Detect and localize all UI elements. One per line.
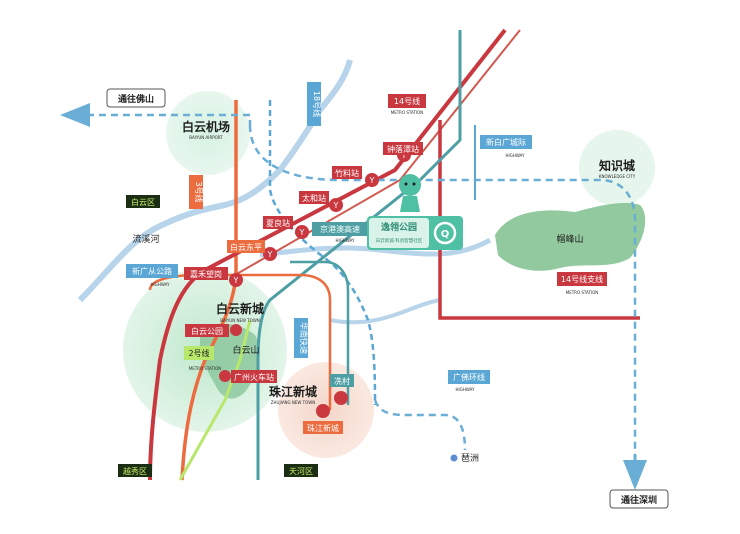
xinbaiguang-label-text: 新白广城际	[486, 137, 526, 147]
station-baiyungongyuan-label: 白云公园	[191, 326, 223, 336]
station-xialiang-label: 夏良站	[266, 218, 290, 228]
jinggangao-en: HIGHWAY	[336, 238, 355, 243]
station-zhongluotan-label: 钟落潭站	[387, 144, 419, 154]
district-tianhe: 天河区	[284, 464, 318, 477]
foshan-direction-label: 通往佛山	[118, 93, 154, 105]
line2-sub: METRO STATION	[189, 366, 221, 371]
guangfo-en: HIGHWAY	[456, 387, 475, 392]
baiyun-new-town-title: 白云新城	[216, 301, 264, 316]
huanan-label-text: 华南快速	[299, 322, 309, 354]
huanan-label: 华南快速	[294, 318, 309, 358]
river	[329, 298, 441, 325]
svg-text:Y: Y	[233, 276, 239, 285]
station-xiancun: 冼村	[330, 374, 354, 405]
station-zhujiangxincheng-label: 珠江新城	[307, 423, 339, 433]
knowledge-city-zone	[579, 130, 655, 206]
guangfo-ring	[75, 113, 637, 470]
baiyun-airport-title: 白云机场	[182, 119, 230, 134]
guangfo-lower	[373, 399, 467, 451]
xinguangcong-en: HIGHWAY	[151, 282, 170, 287]
line3-label-text: 3号线	[194, 181, 204, 202]
station-pazhou: 琶洲	[450, 453, 479, 464]
xinbaiguang-en: HIGHWAY	[506, 153, 525, 158]
shenzhen-direction-label: 通往深圳	[621, 494, 657, 506]
district-baiyun: 白云区	[126, 195, 160, 208]
line18-label: 18号线	[307, 82, 322, 126]
zhujiang-new-town-title: 珠江新城	[269, 384, 317, 399]
liuxihe-label: 流溪河	[132, 233, 159, 245]
line2-label-text: 2号线	[188, 348, 209, 358]
project-marker[interactable]: 逸翎公园 白云新城·科创智慧社区 Q	[367, 174, 463, 250]
baiyun-airport-en: BAIYUN AIRPORT	[189, 135, 223, 140]
district-yuexiu-label: 越秀区	[123, 466, 147, 476]
station-taihe-label: 太和站	[302, 193, 326, 203]
station-baiyundongping-label: 白云东平	[230, 242, 262, 252]
line14-branch-label: 14号线支线 METRO STATION	[557, 272, 607, 295]
station-guangzhouhuochezhan: 广州火车站	[219, 370, 277, 383]
line3	[180, 100, 238, 481]
svg-text:Y: Y	[333, 201, 339, 210]
mascot-icon	[399, 174, 421, 212]
station-baiyunshan: 白云山	[232, 344, 259, 356]
line14-label: 14号线 METRO STATION	[388, 94, 426, 115]
svg-text:Y: Y	[299, 228, 305, 237]
xinguangcong-label-text: 新广从公路	[132, 266, 172, 276]
teal-loop	[290, 260, 350, 405]
jinggangao-label-text: 京港澳高速	[320, 224, 360, 234]
maofengshan-hill	[495, 202, 646, 271]
station-zhongluotan: Y 钟落潭站	[383, 142, 423, 162]
station-baiyungongyuan: 白云公园	[185, 324, 242, 337]
line14-branch	[438, 120, 640, 320]
project-tagline: 白云新城·科创智慧社区	[376, 237, 423, 244]
baiyun-new-town-en: BAIYUN NEW TOWN	[220, 318, 260, 323]
station-zhujiangxincheng: 珠江新城	[303, 404, 343, 434]
line3-label: 3号线	[189, 175, 204, 209]
line14-parallel	[234, 29, 521, 276]
station-xialiang: Y 夏良站	[263, 216, 309, 239]
line14-label-text: 14号线	[394, 96, 420, 106]
station-zhuliao: Y 竹料站	[332, 166, 379, 187]
line2-label: 2号线 METRO STATION	[184, 346, 221, 371]
foshan-direction: 通往佛山	[106, 88, 166, 108]
guangfo-label: 广佛环线 HIGHWAY	[448, 370, 490, 392]
station-pazhou-label: 琶洲	[461, 453, 479, 464]
line14-sub: METRO STATION	[391, 110, 423, 115]
zhujiang-new-town-en: ZHUJIANG NEW TOWN	[271, 400, 315, 405]
orange-loop	[148, 273, 332, 410]
shenzhen-direction: 通往深圳	[609, 489, 669, 509]
line14-branch-sub: METRO STATION	[566, 290, 598, 295]
station-zhuliao-label: 竹料站	[335, 168, 359, 178]
station-guangzhouhuochezhan-label: 广州火车站	[234, 372, 274, 382]
station-xiancun-label: 冼村	[334, 376, 350, 386]
svg-text:Y: Y	[401, 151, 407, 160]
xinguangcong-label: 新广从公路 HIGHWAY	[126, 264, 178, 287]
xinbaiguang-label: 新白广城际 HIGHWAY	[480, 135, 532, 158]
baiyun-airport-zone	[166, 91, 250, 175]
knowledge-city-title: 知识城	[598, 158, 635, 173]
station-jiahewanggang-label: 嘉禾望岗	[190, 269, 222, 279]
svg-text:Y: Y	[267, 250, 273, 259]
district-yuexiu: 越秀区	[118, 464, 152, 477]
maofengshan-label: 帽峰山	[556, 233, 583, 245]
svg-text:Y: Y	[369, 176, 375, 185]
station-taihe: Y 太和站	[299, 191, 343, 212]
guangfo-label-text: 广佛环线	[453, 372, 485, 382]
project-logo-icon: Q	[441, 229, 450, 240]
district-baiyun-label: 白云区	[131, 197, 155, 207]
station-jiahewanggang: Y 嘉禾望岗	[184, 267, 243, 287]
project-name: 逸翎公园	[381, 221, 417, 233]
knowledge-city-en: KNOWLEDGE CITY	[599, 174, 636, 179]
jinggangao-label: 京港澳高速 HIGHWAY	[312, 222, 368, 243]
station-baiyundongping: Y 白云东平	[227, 240, 277, 261]
district-tianhe-label: 天河区	[289, 466, 313, 476]
line14-branch-label-text: 14号线支线	[561, 274, 603, 284]
line18-label-text: 18号线	[312, 91, 322, 117]
